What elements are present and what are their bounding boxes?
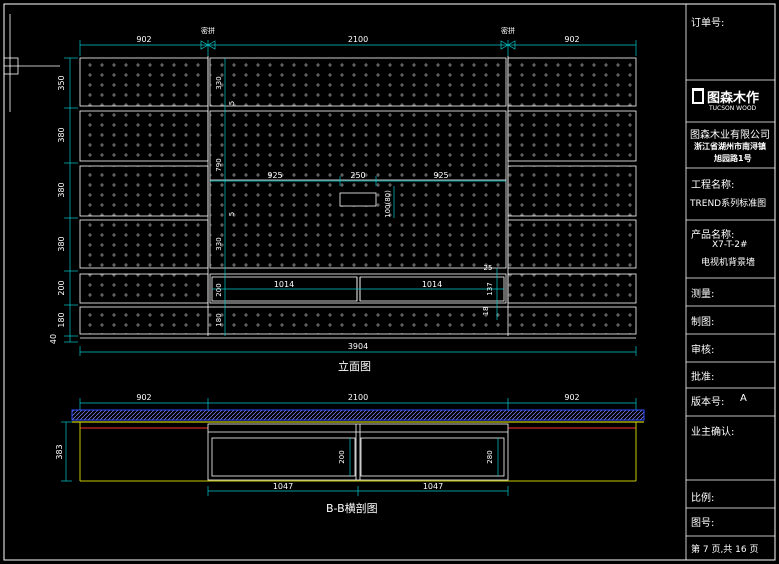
junction-marker-left	[200, 40, 216, 50]
elevation-inner-dim-label: 790	[215, 158, 223, 171]
elevation-view	[64, 40, 637, 356]
project-value: TREND系列标准图	[690, 199, 767, 209]
elevation-caption: 立面图	[338, 360, 371, 373]
drawing-no-label: 图号:	[691, 518, 715, 529]
viewport-marker	[3, 14, 60, 112]
section-caption: B-B横剖图	[326, 502, 378, 515]
elevation-inner-dim-label: 5	[228, 101, 236, 105]
section-view	[61, 398, 645, 496]
right-small-dim-label: 137	[486, 282, 494, 295]
elevation-inner-dim-label: 330	[215, 237, 223, 250]
section-top-dim-label: 2100	[348, 393, 368, 402]
elevation-inner-dim-label: 5	[228, 212, 236, 216]
junction-label: 密拼	[501, 26, 515, 35]
drawer-height-label: 200	[338, 450, 346, 463]
company-logo: 图森木作 TUCSON WOOD	[692, 86, 772, 118]
elevation-left-dimension	[64, 57, 78, 343]
section-top-dim-label: 902	[564, 393, 579, 402]
page-indicator: 第 7 页,共 16 页	[691, 545, 759, 555]
elevation-left-dim-label: 380	[57, 127, 66, 142]
drawer-width-label: 1014	[422, 280, 442, 289]
version-label: 版本号:	[691, 397, 725, 408]
logo-sub: TUCSON WOOD	[709, 105, 757, 112]
section-bottom-dimension	[207, 486, 509, 496]
right-small-dim-label: 25	[484, 264, 493, 272]
center-dim-label: 925	[433, 171, 448, 180]
section-bottom-dim-label: 1047	[423, 482, 443, 491]
review-label: 审核:	[691, 345, 715, 356]
section-bottom-dim-label: 1047	[273, 482, 293, 491]
product-label: 产品名称:	[691, 230, 735, 241]
section-top-dim-label: 902	[136, 393, 151, 402]
center-dim-label: 250	[350, 171, 365, 180]
scale-label: 比例:	[691, 493, 715, 504]
title-block	[685, 4, 775, 560]
survey-label: 测量:	[691, 289, 715, 300]
elevation-left-dim-label: 350	[57, 75, 66, 90]
total-width-label: 3904	[348, 342, 368, 351]
total-width-dimension	[79, 346, 637, 356]
section-depth-dimension	[61, 421, 72, 482]
address-line-1: 浙江省湖州市南浔镇	[694, 142, 766, 151]
draw-label: 制图:	[691, 317, 715, 328]
elevation-top-dimension	[79, 40, 637, 56]
elevation-inner-dim-label: 180	[215, 313, 223, 326]
logo-text: 图森木作	[707, 91, 760, 106]
drawer-width-label: 1014	[274, 280, 294, 289]
project-label: 工程名称:	[691, 180, 735, 191]
elevation-left-dim-label: 200	[57, 280, 66, 295]
elevation-left-dim-label: 40	[49, 334, 58, 344]
elevation-inner-dim-label: 330	[215, 76, 223, 89]
elevation-left-dim-label: 380	[57, 182, 66, 197]
section-top-dimension	[79, 398, 637, 410]
center-dim-label: 925	[267, 171, 282, 180]
owner-confirm-label: 业主确认:	[691, 427, 735, 438]
elevation-panels	[79, 57, 637, 339]
elevation-left-dim-label: 180	[57, 312, 66, 327]
right-small-dim-label: 18	[482, 307, 490, 316]
box-height-label: 100(80)	[384, 190, 392, 218]
elevation-center-dimension	[210, 176, 506, 186]
elevation-top-dim-label: 902	[564, 35, 579, 44]
logo-mark-icon	[692, 88, 704, 104]
product-code: X7-T-2#	[712, 240, 748, 250]
elevation-top-dim-label: 2100	[348, 35, 368, 44]
approve-label: 批准:	[691, 372, 715, 383]
junction-label: 密拼	[201, 26, 215, 35]
elevation-top-dim-label: 902	[136, 35, 151, 44]
sheet-border	[3, 3, 776, 561]
junction-marker-right	[500, 40, 516, 50]
product-name: 电视机背景墙	[701, 258, 756, 268]
elevation-inner-dim-label: 200	[215, 283, 223, 296]
order-no-label: 订单号:	[691, 18, 725, 29]
section-wall-band	[71, 409, 645, 421]
section-depth-label: 383	[55, 444, 64, 459]
version-value: A	[740, 393, 747, 404]
elevation-left-dim-label: 380	[57, 236, 66, 251]
address-line-2: 旭园路1号	[714, 154, 752, 163]
drawer-height-label: 280	[486, 450, 494, 463]
company-name: 图森木业有限公司	[690, 130, 770, 141]
